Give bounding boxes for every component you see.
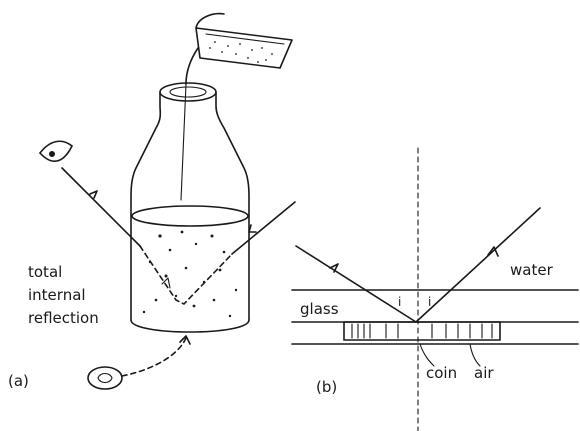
label-water: water	[510, 261, 554, 279]
label-internal: internal	[28, 286, 86, 304]
label-total: total	[28, 263, 62, 281]
milk-bottle	[130, 82, 250, 333]
part-b-drawing: i i water glass coin air (b)	[291, 147, 579, 431]
label-air: air	[474, 364, 494, 382]
angle-right-label: i	[428, 295, 431, 309]
part-a-drawing: total internal reflection (a)	[8, 12, 296, 390]
label-coin: coin	[426, 364, 457, 382]
eye-icon	[39, 140, 73, 162]
pouring-beaker	[195, 12, 293, 69]
label-reflection: reflection	[28, 309, 99, 327]
label-part-a: (a)	[8, 372, 29, 390]
label-glass: glass	[300, 300, 339, 318]
coin-icon	[87, 366, 123, 390]
angle-left-label: i	[398, 295, 401, 309]
label-part-b: (b)	[316, 378, 337, 396]
coin-block	[343, 321, 501, 341]
